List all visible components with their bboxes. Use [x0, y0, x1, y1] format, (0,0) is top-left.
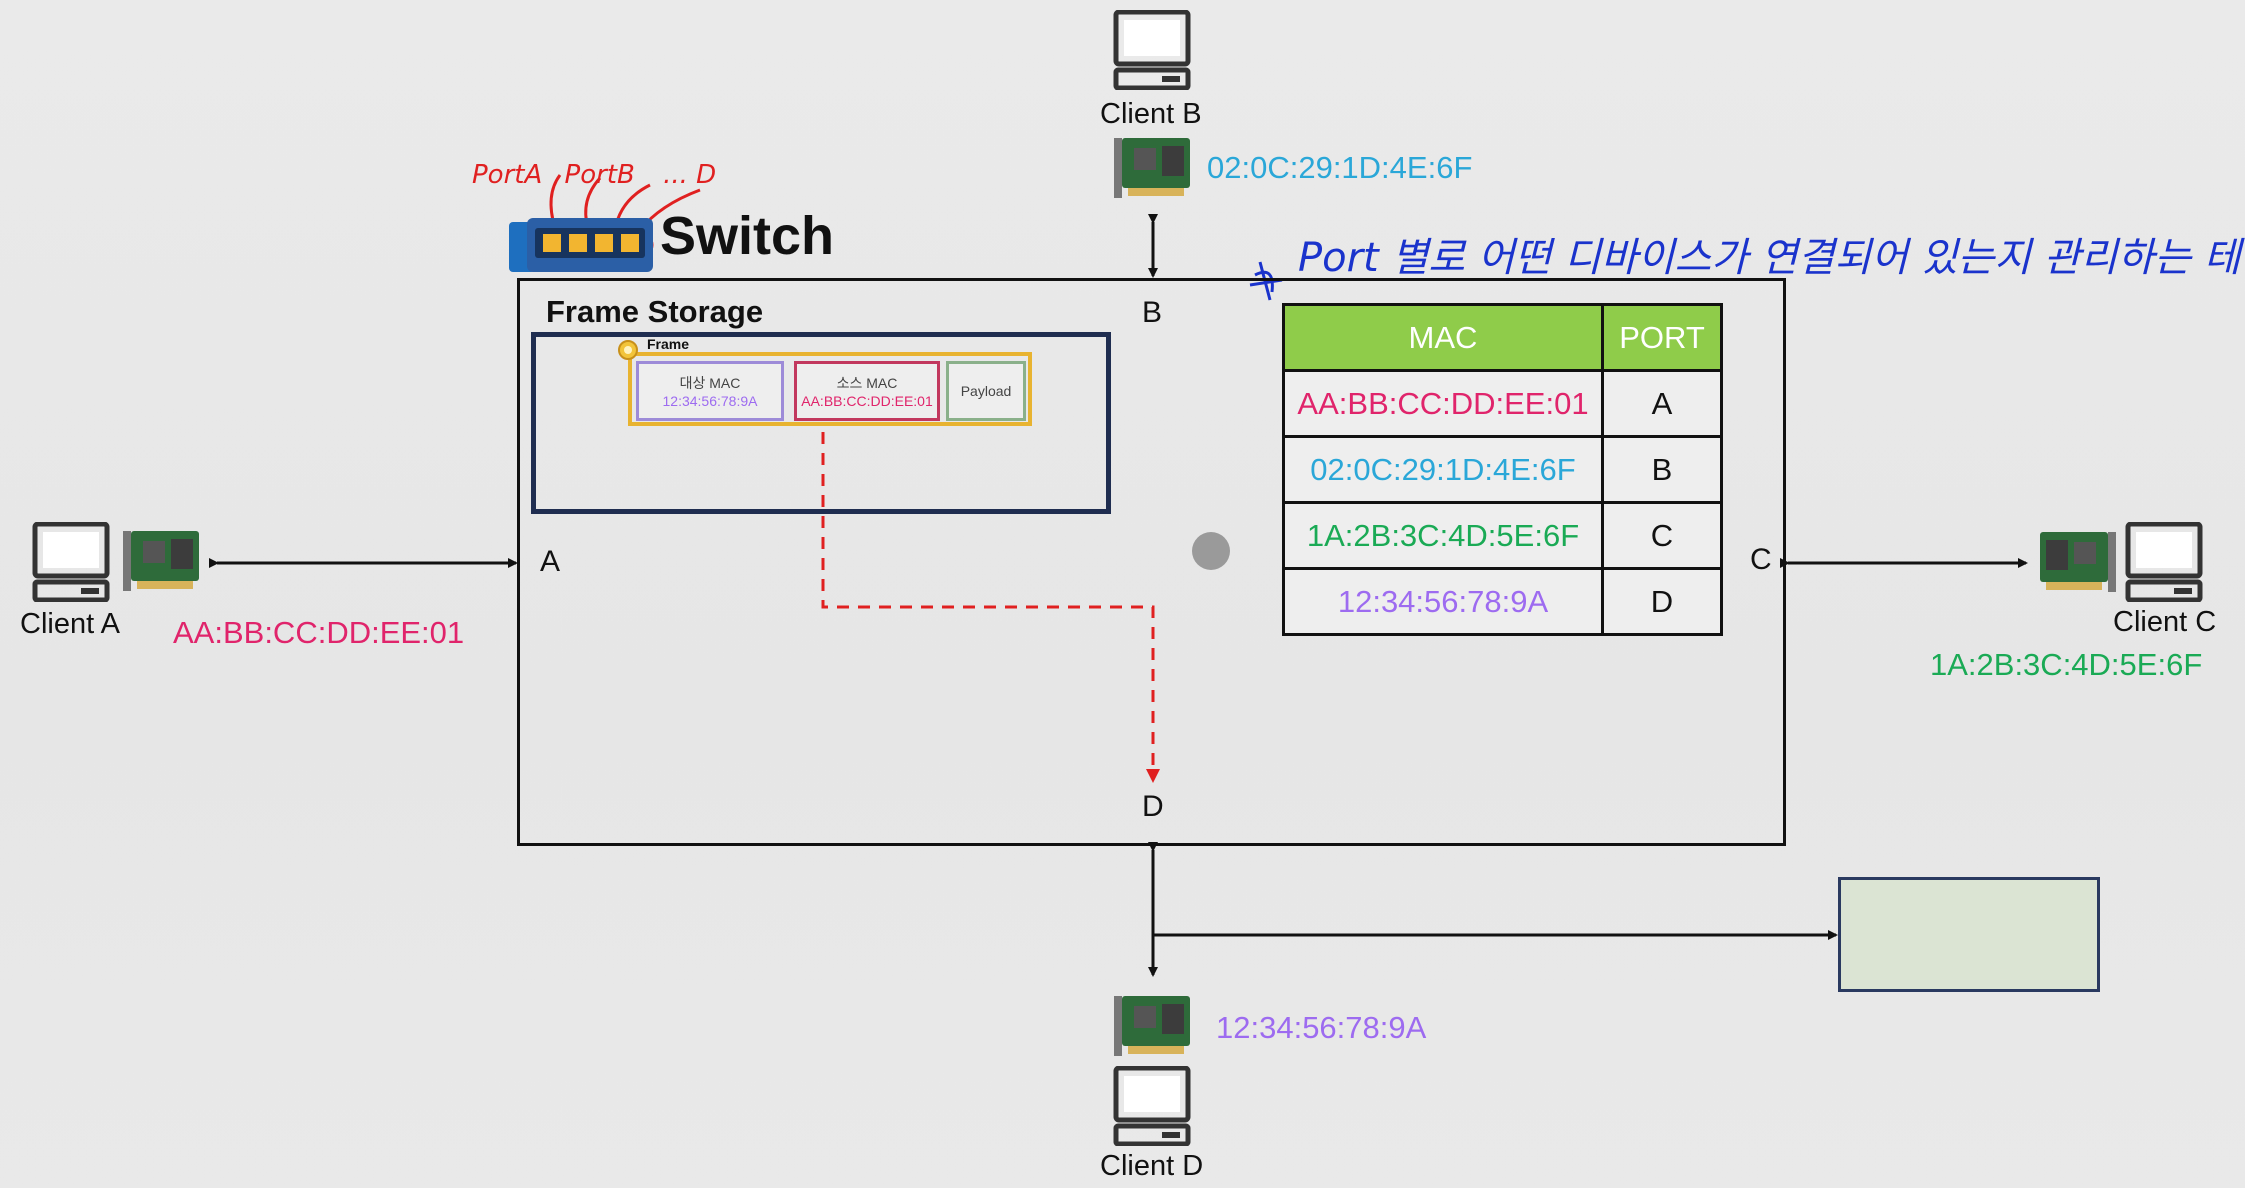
- port-c-label: C: [1750, 543, 1772, 576]
- switch-icon: [509, 218, 653, 272]
- port-cell: A: [1601, 369, 1723, 438]
- table-row: AA:BB:CC:DD:EE:01 A: [1282, 369, 1723, 438]
- port-header: PORT: [1601, 303, 1723, 372]
- frame-storage: [531, 332, 1111, 514]
- client-c-name: Client C: [2113, 606, 2217, 638]
- mac-address-table: MAC PORT AA:BB:CC:DD:EE:01 A 02:0C:29:1D…: [1282, 303, 1723, 636]
- table-row: 1A:2B:3C:4D:5E:6F C: [1282, 501, 1723, 570]
- mac-table-header: MAC PORT: [1282, 303, 1723, 372]
- dest-mac-value: 12:34:56:78:9A: [662, 393, 758, 409]
- src-mac-title: 소스 MAC: [836, 375, 898, 391]
- network-card-icon: [1114, 996, 1190, 1056]
- port-cell: D: [1601, 567, 1723, 636]
- port-annotation-dots: ...: [663, 160, 688, 190]
- switch-title: Switch: [660, 206, 835, 266]
- network-card-icon: [2040, 532, 2116, 592]
- table-row: 02:0C:29:1D:4E:6F B: [1282, 435, 1723, 504]
- client-b-mac: 02:0C:29:1D:4E:6F: [1207, 150, 1473, 185]
- computer-icon: [2125, 522, 2203, 602]
- switch-fabric-dot: [1192, 532, 1230, 570]
- frame: [628, 352, 1032, 426]
- mac-cell: 02:0C:29:1D:4E:6F: [1282, 435, 1604, 504]
- client-d-mac: 12:34:56:78:9A: [1216, 1010, 1427, 1045]
- port-d-label: D: [1142, 790, 1164, 823]
- network-card-icon: [1114, 138, 1190, 198]
- payload-field: Payload: [946, 361, 1026, 421]
- frame-icon: [618, 340, 638, 360]
- mac-cell: 1A:2B:3C:4D:5E:6F: [1282, 501, 1604, 570]
- port-annotation-a: PortA: [472, 160, 543, 190]
- computer-icon: [1113, 10, 1191, 90]
- dest-mac-field: 대상 MAC 12:34:56:78:9A: [636, 361, 784, 421]
- frame-storage-title: Frame Storage: [546, 294, 764, 329]
- port-annotation-b: PortB: [564, 160, 635, 190]
- client-d-name: Client D: [1100, 1150, 1204, 1182]
- payload-label: Payload: [960, 383, 1012, 399]
- client-a-name: Client A: [20, 608, 120, 640]
- src-mac-value: AA:BB:CC:DD:EE:01: [801, 393, 933, 409]
- src-mac-field: 소스 MAC AA:BB:CC:DD:EE:01: [794, 361, 940, 421]
- frame-label: Frame: [647, 336, 690, 352]
- dest-mac-title: 대상 MAC: [679, 375, 741, 391]
- port-annotation: PortA PortB ... D: [472, 160, 716, 190]
- mac-header: MAC: [1282, 303, 1604, 372]
- network-card-icon: [123, 531, 199, 591]
- mac-cell: 12:34:56:78:9A: [1282, 567, 1604, 636]
- forwarding-path: [821, 432, 1160, 783]
- port-annotation-d: D: [696, 160, 717, 190]
- port-b-label: B: [1142, 296, 1163, 329]
- mac-cell: AA:BB:CC:DD:EE:01: [1282, 369, 1604, 438]
- switch-body: [517, 278, 1786, 846]
- table-row: 12:34:56:78:9A D: [1282, 567, 1723, 636]
- mac-table-annotation: Port 별로 어떤 디바이스가 연결되어 있는지 관리하는 테이블: [1298, 235, 2245, 281]
- port-cell: B: [1601, 435, 1723, 504]
- port-a-label: A: [540, 545, 561, 578]
- external-device-box: [1838, 877, 2100, 992]
- computer-icon: [1113, 1066, 1191, 1146]
- client-a-mac: AA:BB:CC:DD:EE:01: [173, 615, 465, 650]
- client-c-mac: 1A:2B:3C:4D:5E:6F: [1930, 647, 2203, 682]
- client-b-name: Client B: [1100, 98, 1202, 130]
- port-cell: C: [1601, 501, 1723, 570]
- computer-icon: [32, 522, 110, 602]
